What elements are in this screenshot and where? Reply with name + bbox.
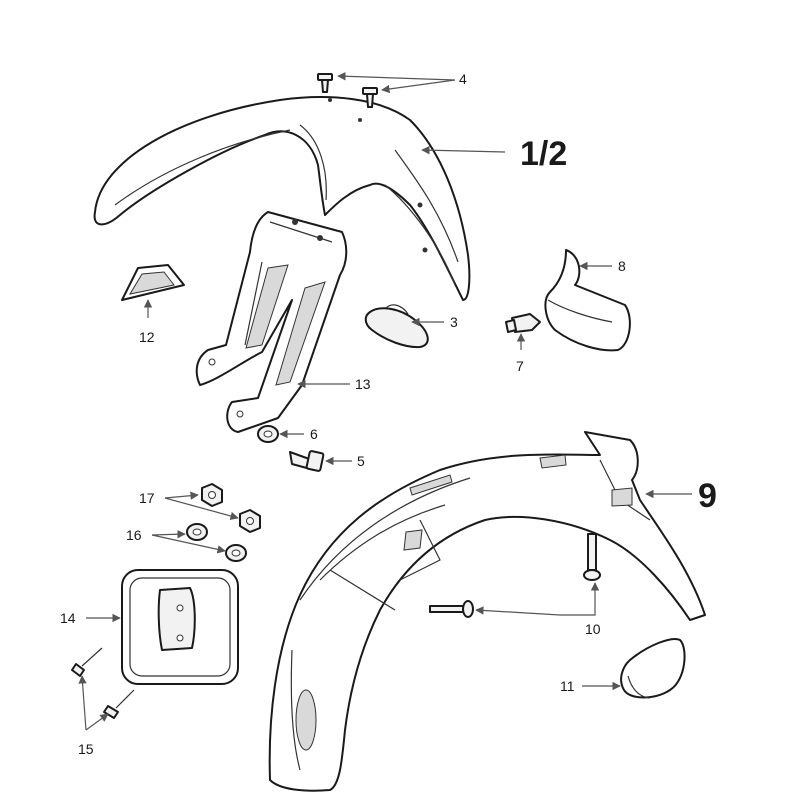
callout-4: 4 [459,71,467,87]
screw-lower [103,689,135,719]
callout-13: 13 [355,376,371,392]
callout-1-2: 1/2 [520,135,567,173]
rear-reflector [620,638,686,699]
leader-lines [78,72,692,731]
callout-6: 6 [310,426,318,442]
fork-bracket [195,211,348,433]
callout-14: 14 [60,610,76,626]
callout-10: 10 [585,621,601,637]
triangular-reflector [121,264,185,301]
side-reflector [364,304,429,349]
callout-7: 7 [516,358,524,374]
washer [257,425,279,443]
callout-15: 15 [78,741,94,757]
callout-5: 5 [357,453,365,469]
callout-9: 9 [698,477,717,515]
self-tapping-screw-vertical [583,533,601,581]
nut-lower [239,509,261,533]
nut-upper [201,483,223,507]
callout-12: 12 [139,329,155,345]
callout-11: 11 [560,678,575,694]
mounting-plate [121,569,239,685]
screw-upper [71,647,103,677]
self-tapping-screw-horizontal [429,600,474,618]
callout-3: 3 [450,314,458,330]
rear-inner-mudguard [268,431,706,792]
callout-16: 16 [126,527,142,543]
washer-upper [186,523,208,541]
callout-8: 8 [618,258,626,274]
mudguard-screw-left [317,73,333,93]
mudguard-extension [544,249,631,352]
retaining-clip [505,313,541,333]
front-mudguard [93,96,471,301]
mudguard-screw-right [362,87,378,108]
hex-bolt [289,450,325,472]
washer-lower [225,544,247,562]
callout-17: 17 [139,490,155,506]
